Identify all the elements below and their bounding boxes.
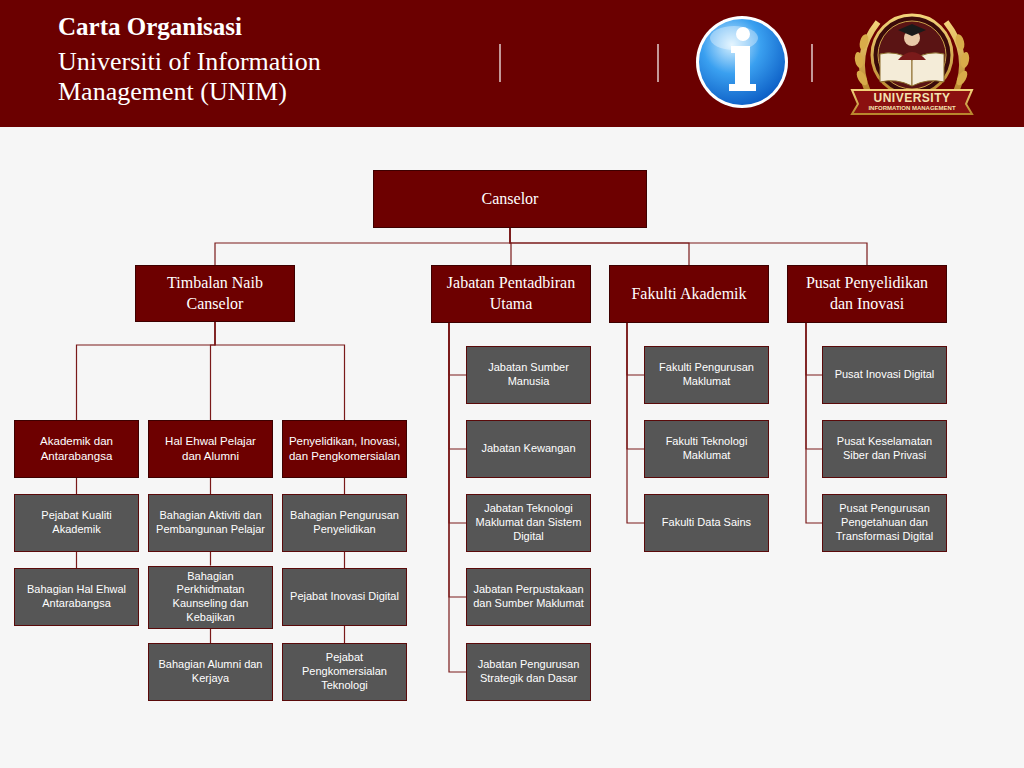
division-box: Penyelidikan, Inovasi, dan Pengkomersial…	[282, 420, 407, 478]
node-text: Pejabat Kualiti Akademik	[20, 509, 133, 537]
unit-box: Bahagian Hal Ehwal Antarabangsa	[14, 568, 139, 626]
node-text: Fakulti Teknologi Maklumat	[650, 435, 763, 463]
node-text: Jabatan Teknologi Maklumat dan Sistem Di…	[472, 502, 585, 543]
node-text: Canselor	[482, 189, 539, 210]
node-text: Fakulti Data Sains	[662, 516, 751, 530]
unit-box: Jabatan Pengurusan Strategik dan Dasar	[466, 643, 591, 701]
unit-box: Bahagian Alumni dan Kerjaya	[148, 643, 273, 701]
node-text: Jabatan Pentadbiran Utama	[440, 273, 582, 315]
org-connector	[449, 323, 466, 597]
org-connector	[76, 552, 77, 568]
unit-box: Fakulti Pengurusan Maklumat	[644, 346, 769, 404]
org-connector	[627, 323, 644, 375]
unit-box: Jabatan Teknologi Maklumat dan Sistem Di…	[466, 494, 591, 552]
node-text: Jabatan Pengurusan Strategik dan Dasar	[472, 658, 585, 686]
org-connector	[806, 323, 822, 449]
org-connector	[344, 626, 345, 643]
unit-box: Pusat Pengurusan Pengetahuan dan Transfo…	[822, 494, 947, 552]
unit-box: Bahagian Perkhidmatan Kaunseling dan Keb…	[148, 566, 273, 629]
node-text: Pejabat Inovasi Digital	[290, 590, 399, 604]
org-connector	[211, 322, 216, 420]
leader-box: Timbalan Naib Canselor	[135, 265, 295, 322]
org-connector	[627, 323, 644, 449]
unit-box: Fakulti Data Sains	[644, 494, 769, 552]
node-text: Fakulti Pengurusan Maklumat	[650, 361, 763, 389]
node-text: Pejabat Pengkomersialan Teknologi	[288, 651, 401, 692]
org-connector	[449, 323, 466, 672]
node-text: Timbalan Naib Canselor	[144, 273, 286, 315]
unit-box: Jabatan Sumber Manusia	[466, 346, 591, 404]
org-connector	[344, 552, 345, 568]
org-connector	[627, 323, 644, 523]
node-text: Jabatan Perpustakaan dan Sumber Maklumat	[472, 583, 585, 611]
logo-text: UNIVERSITY	[857, 91, 967, 105]
node-text: Bahagian Alumni dan Kerjaya	[154, 658, 267, 686]
node-text: Bahagian Aktiviti dan Pembangunan Pelaja…	[154, 509, 267, 537]
node-text: Jabatan Sumber Manusia	[472, 361, 585, 389]
info-icon	[696, 16, 788, 108]
unit-box: Pejabat Inovasi Digital	[282, 568, 407, 626]
page-subtitle: Universiti of Information Management (UN…	[58, 47, 388, 107]
org-connector	[510, 228, 689, 265]
org-connector	[76, 478, 77, 494]
unit-box: Pejabat Kualiti Akademik	[14, 494, 139, 552]
org-connector	[806, 323, 822, 375]
unit-box: Pusat Keselamatan Siber dan Privasi	[822, 420, 947, 478]
unit-box: Jabatan Kewangan	[466, 420, 591, 478]
leader-box: Pusat Penyelidikan dan Inovasi	[787, 265, 947, 323]
unit-box: Pejabat Pengkomersialan Teknologi	[282, 643, 407, 701]
node-text: Pusat Keselamatan Siber dan Privasi	[828, 435, 941, 463]
node-text: Pusat Penyelidikan dan Inovasi	[796, 273, 938, 315]
unit-box: Jabatan Perpustakaan dan Sumber Maklumat	[466, 568, 591, 626]
node-text: Jabatan Kewangan	[481, 442, 575, 456]
org-connector	[449, 323, 466, 449]
org-connector	[210, 629, 211, 644]
org-connector	[215, 322, 345, 420]
leader-box: Canselor	[373, 170, 647, 228]
node-text: Bahagian Pengurusan Penyelidikan	[288, 509, 401, 537]
org-connector	[449, 323, 466, 375]
leader-box: Jabatan Pentadbiran Utama	[431, 265, 591, 323]
unit-box: Bahagian Pengurusan Penyelidikan	[282, 494, 407, 552]
node-text: Pusat Inovasi Digital	[835, 368, 935, 382]
page-title: Carta Organisasi	[58, 13, 242, 41]
node-text: Pusat Pengurusan Pengetahuan dan Transfo…	[828, 502, 941, 543]
org-connector	[210, 552, 211, 566]
leader-box: Fakulti Akademik	[609, 265, 769, 323]
org-connector	[806, 323, 822, 523]
unit-box: Fakulti Teknologi Maklumat	[644, 420, 769, 478]
node-text: Akademik dan Antarabangsa	[20, 434, 133, 464]
logo-subtext: INFORMATION MANAGEMENT	[857, 105, 967, 112]
org-connector	[510, 228, 867, 265]
unit-box: Bahagian Aktiviti dan Pembangunan Pelaja…	[148, 494, 273, 552]
node-text: Hal Ehwal Pelajar dan Alumni	[154, 434, 267, 464]
unit-box: Pusat Inovasi Digital	[822, 346, 947, 404]
org-connector	[210, 478, 211, 494]
org-connector	[77, 322, 216, 420]
org-connector	[215, 228, 510, 265]
node-text: Fakulti Akademik	[631, 284, 746, 305]
division-box: Akademik dan Antarabangsa	[14, 420, 139, 478]
node-text: Bahagian Hal Ehwal Antarabangsa	[20, 583, 133, 611]
node-text: Bahagian Perkhidmatan Kaunseling dan Keb…	[154, 570, 267, 625]
division-box: Hal Ehwal Pelajar dan Alumni	[148, 420, 273, 478]
org-connector	[344, 478, 345, 494]
org-connector	[449, 323, 466, 523]
node-text: Penyelidikan, Inovasi, dan Pengkomersial…	[288, 434, 401, 464]
university-logo	[852, 15, 972, 114]
